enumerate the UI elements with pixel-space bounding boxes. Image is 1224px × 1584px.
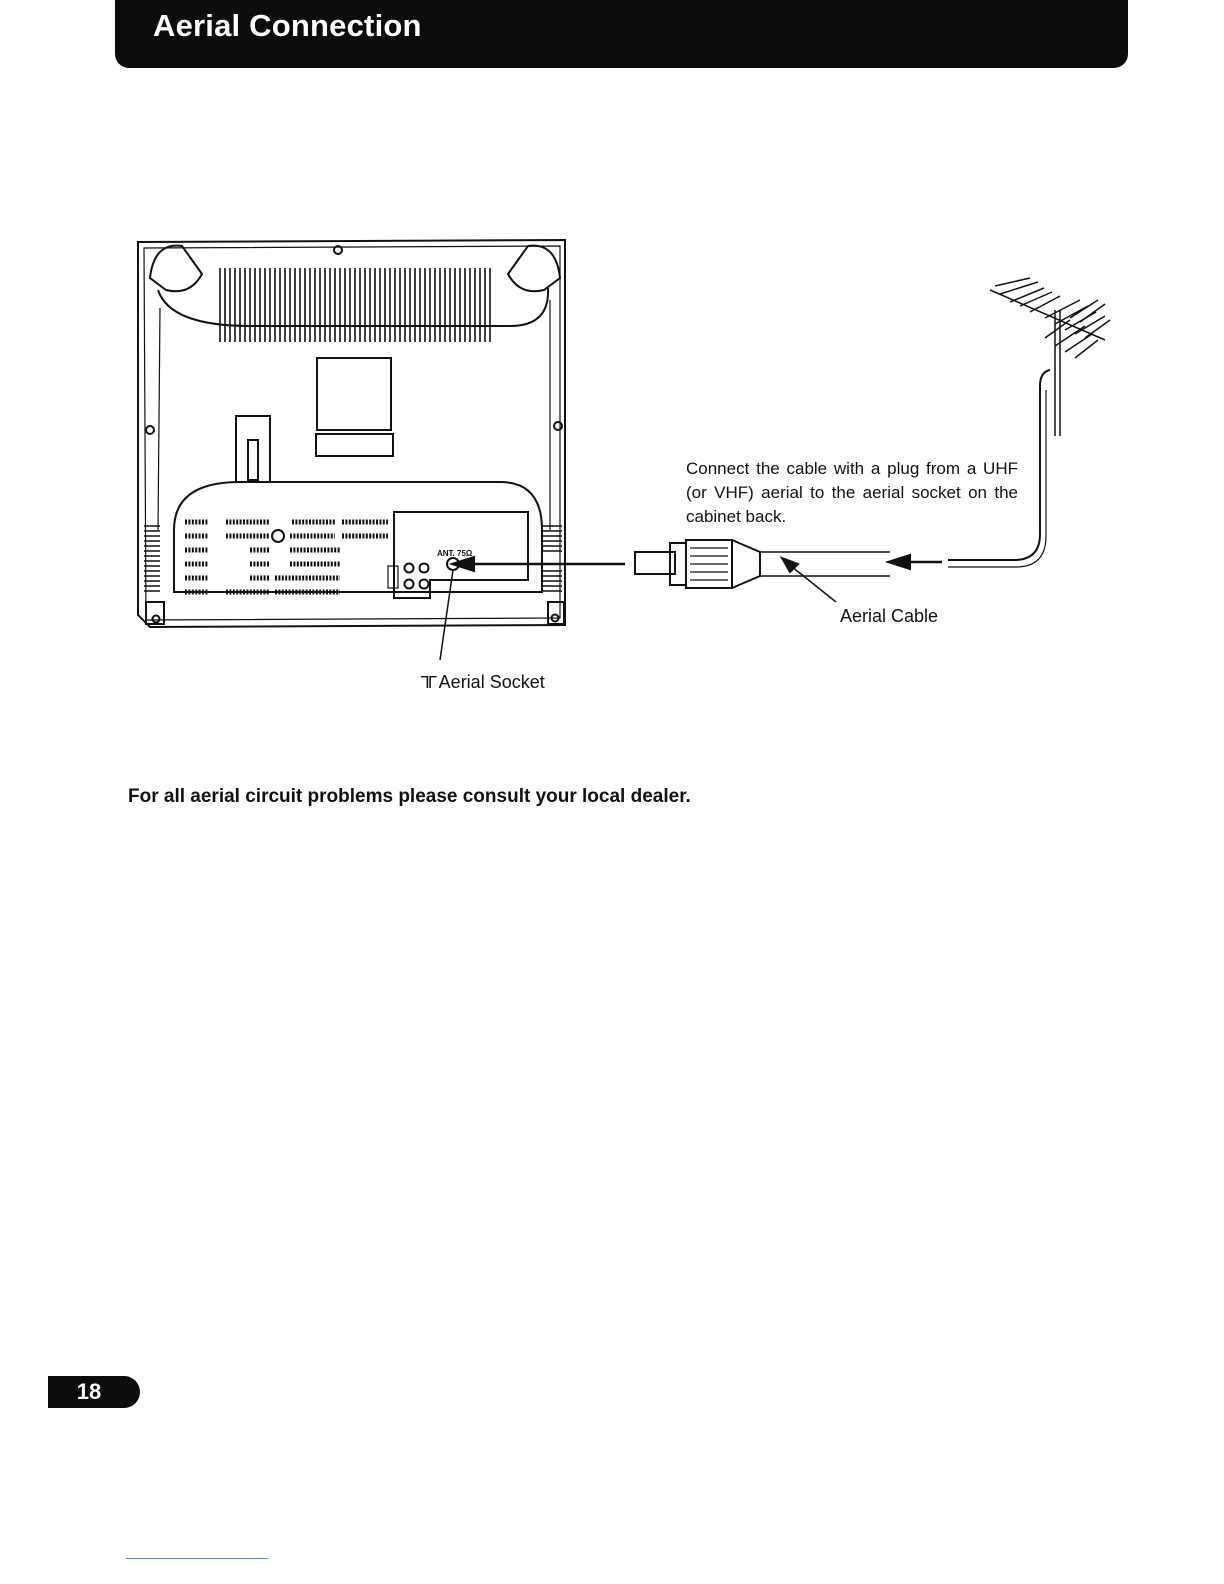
lower-vent-slots [185, 522, 388, 592]
aerial-cable-label: Aerial Cable [840, 606, 938, 627]
instruction-text: Connect the cable with a plug from a UHF… [686, 457, 1018, 529]
page-title: Aerial Connection [153, 8, 422, 44]
header-bar: Aerial Connection [115, 0, 1128, 68]
port-label: ANT. 75Ω [437, 549, 473, 558]
aerial-socket-label: Aerial Socket [439, 672, 545, 692]
aerial-plug [635, 540, 890, 588]
aerial-socket-symbol-icon: ᒣᒥ [420, 673, 435, 692]
footer-divider [126, 1558, 268, 1559]
top-vent-grille [220, 268, 490, 342]
aerial-antenna [990, 278, 1110, 436]
page-number: 18 [48, 1376, 140, 1408]
dealer-note: For all aerial circuit problems please c… [128, 786, 691, 808]
tv-back-illustration [138, 240, 565, 627]
